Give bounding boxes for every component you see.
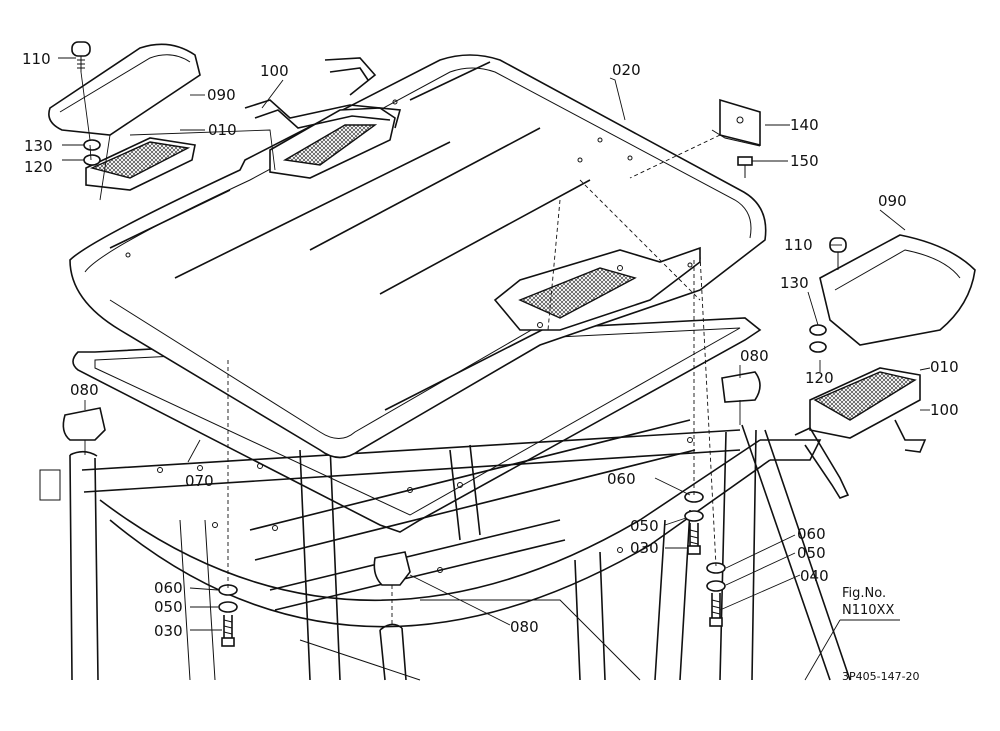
bolt-150 xyxy=(737,156,753,178)
callout-120-right: 120 xyxy=(805,369,834,387)
vent-cover-right-090 xyxy=(819,234,976,346)
callout-070: 070 xyxy=(185,472,214,490)
callout-060-right: 060 xyxy=(797,525,826,543)
filter-010-left xyxy=(85,137,196,191)
callout-060-left: 060 xyxy=(154,579,183,597)
bolt-stack-left xyxy=(218,584,238,647)
figure-number-block: Fig.No. N110XX xyxy=(840,586,900,621)
washers-right xyxy=(809,324,827,353)
grommet-080-left xyxy=(62,407,106,441)
knob-110-right xyxy=(829,237,847,270)
fig-no-label: Fig.No. xyxy=(842,586,886,601)
callout-080-right: 080 xyxy=(740,347,769,365)
callout-120-left: 120 xyxy=(24,158,53,176)
callout-150: 150 xyxy=(790,152,819,170)
fig-no-value: N110XX xyxy=(842,603,894,618)
callout-100-top: 100 xyxy=(260,62,289,80)
drawing-code: 3P405-147-20 xyxy=(842,670,920,683)
leader-lines xyxy=(58,57,931,681)
callout-080-left: 080 xyxy=(70,381,99,399)
callout-060-mid: 060 xyxy=(607,470,636,488)
callout-130-right: 130 xyxy=(780,274,809,292)
callout-030-left: 030 xyxy=(154,622,183,640)
callout-030-mid: 030 xyxy=(630,539,659,557)
roof-panel-020 xyxy=(69,54,767,459)
bracket-140 xyxy=(711,98,761,147)
callout-090-left: 090 xyxy=(207,86,236,104)
callout-090-right: 090 xyxy=(878,192,907,210)
callout-050-right: 050 xyxy=(797,544,826,562)
callout-050-mid: 050 xyxy=(630,517,659,535)
grommet-080-right xyxy=(721,371,761,403)
callout-020: 020 xyxy=(612,61,641,79)
callout-100-right: 100 xyxy=(930,401,959,419)
washers-left xyxy=(83,139,101,166)
bolt-stack-right xyxy=(706,562,726,627)
callout-010-right: 010 xyxy=(930,358,959,376)
callout-110-right: 110 xyxy=(784,236,813,254)
callout-labels: 110 100 020 090 130 010 120 140 150 090 … xyxy=(22,50,959,640)
callout-040: 040 xyxy=(800,567,829,585)
callout-080-bottom: 080 xyxy=(510,618,539,636)
grommet-080-bottom xyxy=(373,551,411,586)
duct-100-top xyxy=(244,57,402,129)
knob-110-left xyxy=(71,41,91,72)
callout-110-left: 110 xyxy=(22,50,51,68)
callout-140: 140 xyxy=(790,116,819,134)
callout-130-left: 130 xyxy=(24,137,53,155)
callout-010-left: 010 xyxy=(208,121,237,139)
filter-010-right xyxy=(809,367,921,439)
cab-frame xyxy=(39,419,851,681)
duct-100-right xyxy=(794,419,927,499)
callout-050-left: 050 xyxy=(154,598,183,616)
